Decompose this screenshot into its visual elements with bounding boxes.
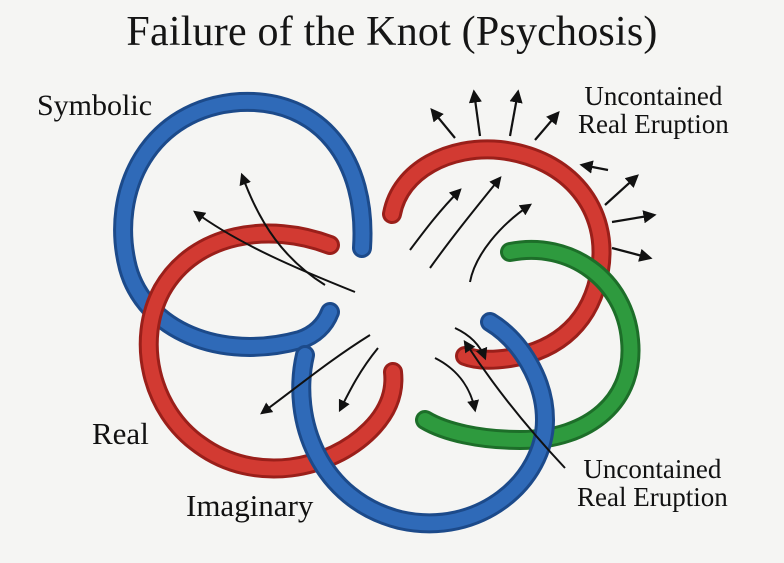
real-ring-right [382, 139, 612, 370]
real-label: Real [92, 416, 149, 451]
symbolic-ring [113, 91, 373, 357]
inner-arrows [193, 172, 566, 469]
eruption-label-top-line2: Real Eruption [578, 109, 729, 140]
green-ring [415, 239, 641, 451]
eruption-label-bottom: Uncontained Real Eruption [577, 455, 728, 512]
imaginary-label: Imaginary [186, 488, 314, 523]
eruption-label-top-line1: Uncontained [584, 81, 723, 111]
eruption-arrows [430, 89, 657, 262]
symbolic-label: Symbolic [37, 89, 153, 122]
eruption-label-top: Uncontained Real Eruption [578, 82, 729, 139]
eruption-label-bottom-line2: Real Eruption [577, 482, 728, 513]
eruption-label-bottom-line1: Uncontained [583, 454, 722, 484]
diagram-title: Failure of the Knot (Psychosis) [126, 9, 658, 55]
imaginary-ring [291, 312, 556, 534]
real-ring-left [138, 223, 404, 479]
